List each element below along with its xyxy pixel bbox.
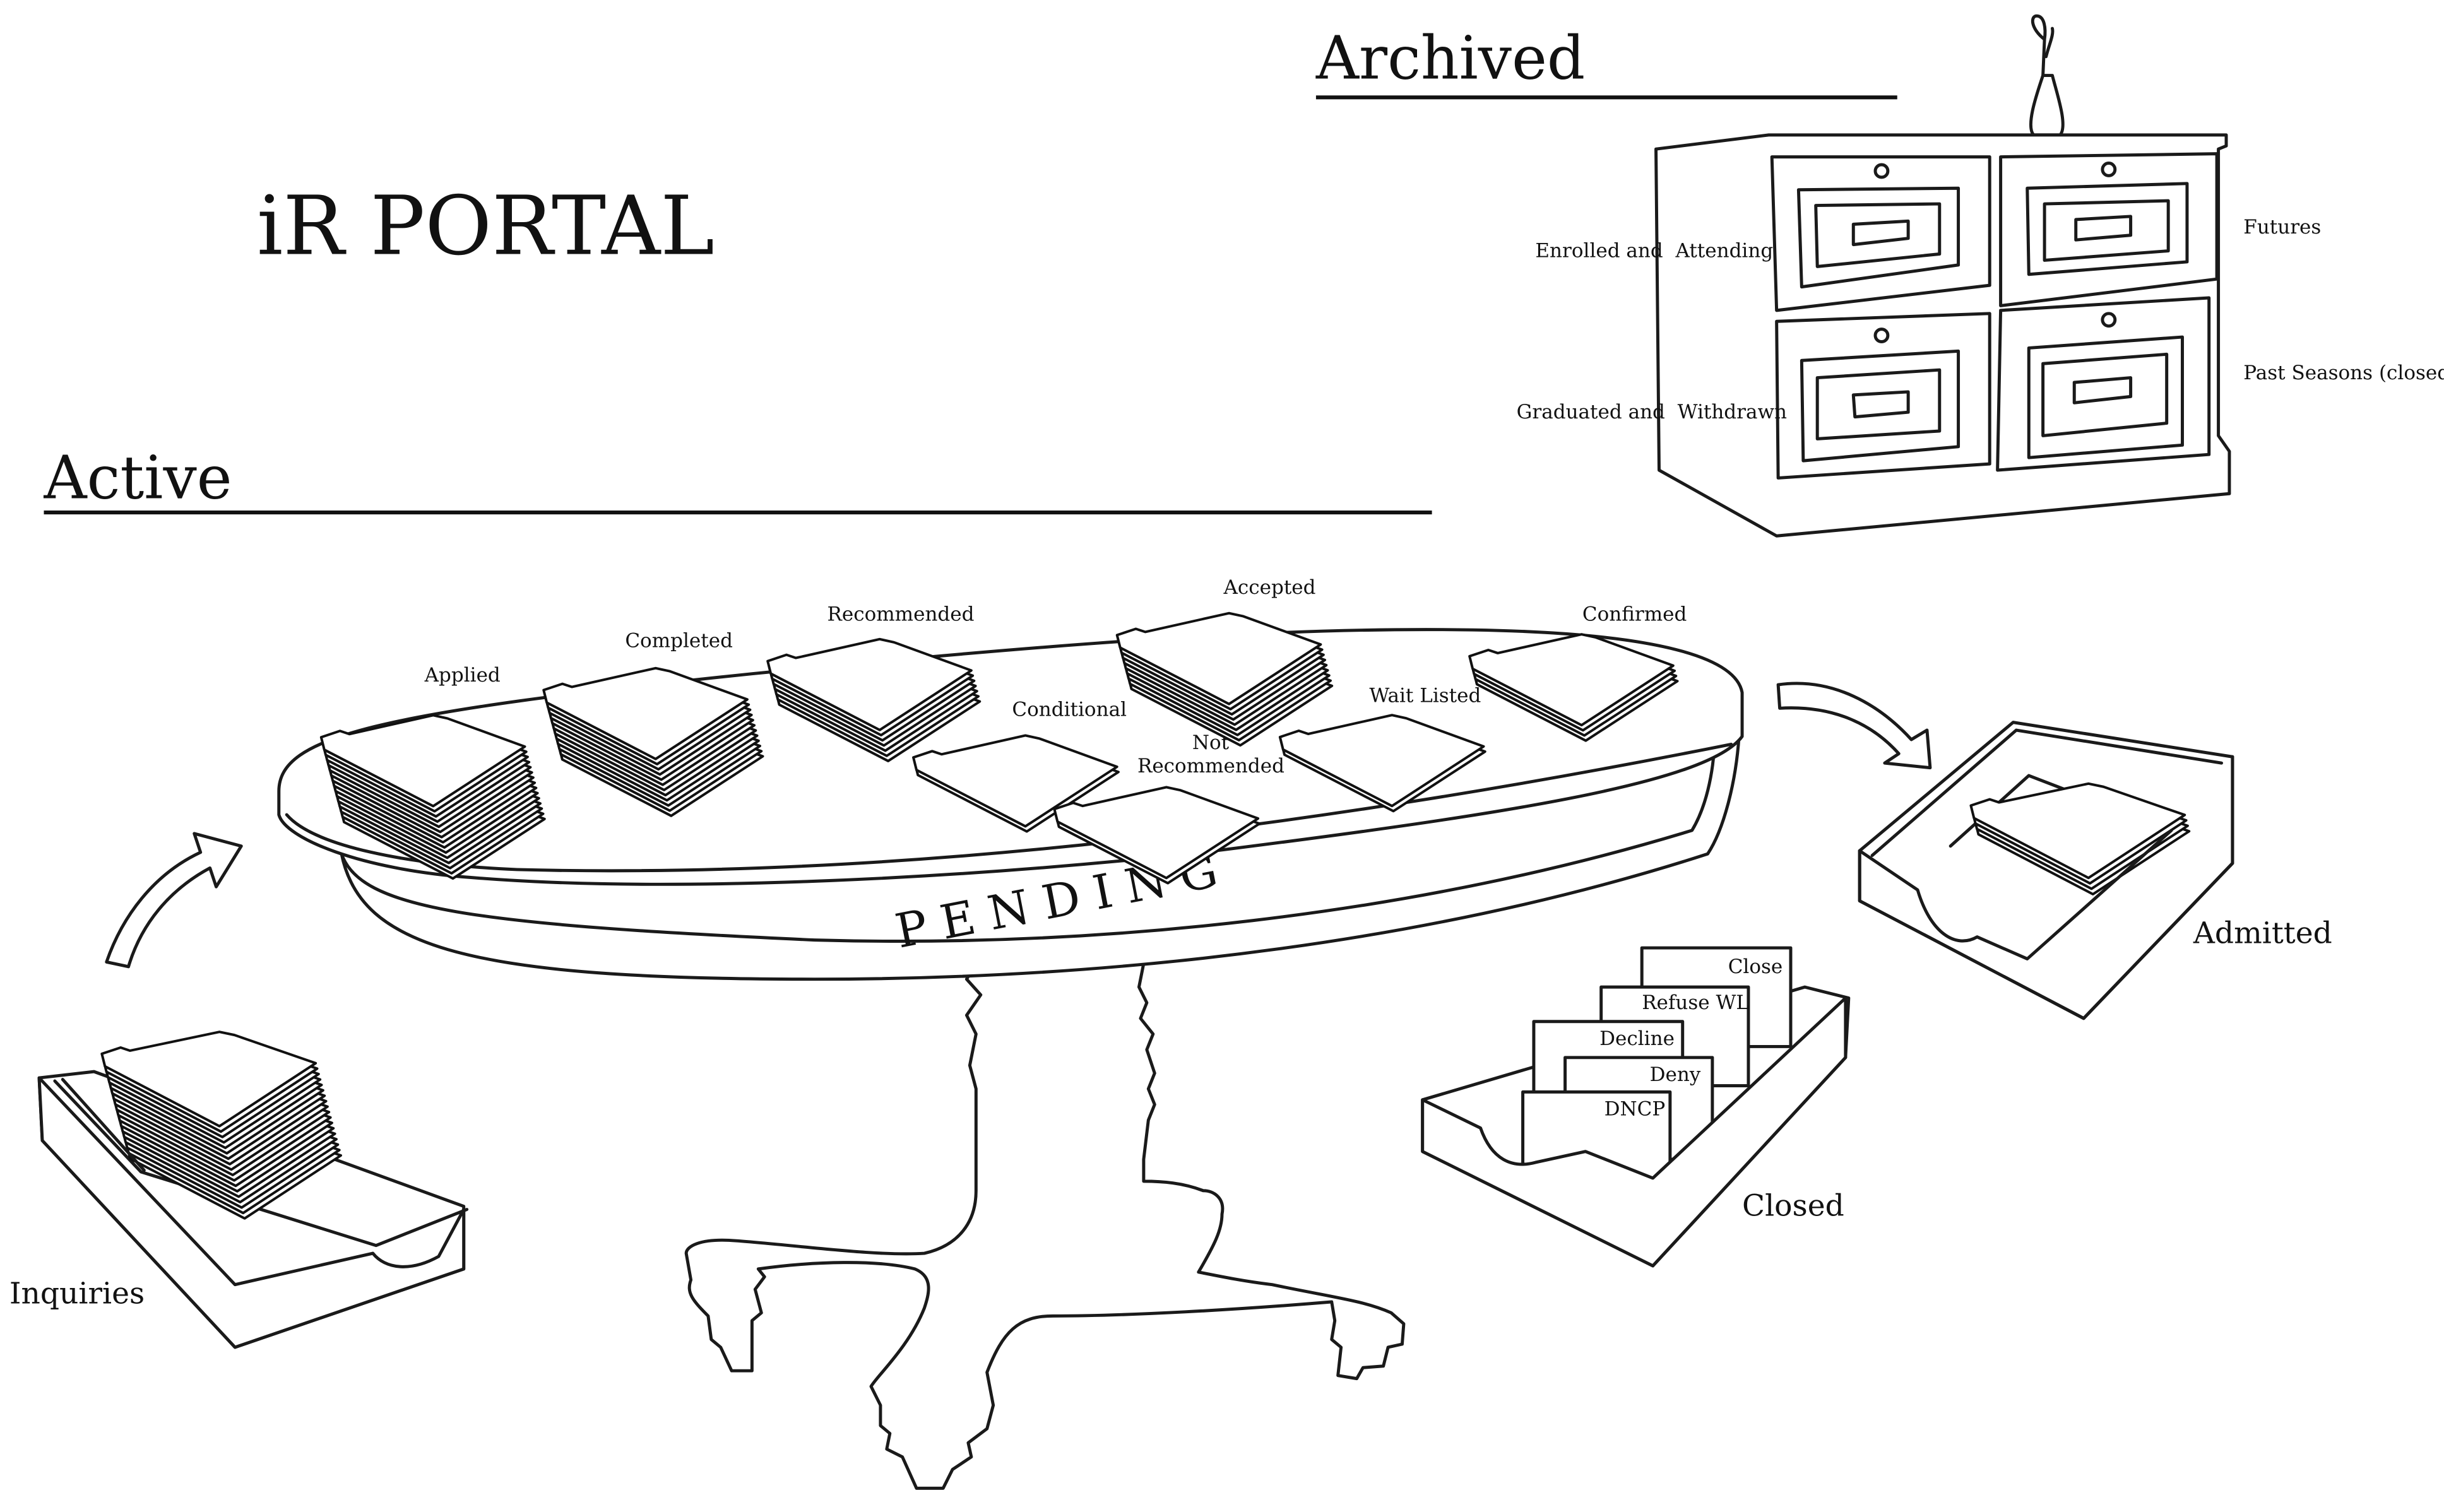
stack-not-recommended-folder[interactable] — [1053, 786, 1260, 880]
stack-recommended[interactable] — [766, 637, 982, 762]
stack-label-accepted[interactable]: Accepted — [1223, 576, 1315, 599]
stack-label-conditional[interactable]: Conditional — [1012, 699, 1127, 721]
drawer-label-enrolled-attending[interactable]: Enrolled and Attending — [1535, 239, 1773, 262]
svg-text:Close: Close — [1728, 955, 1783, 978]
stack-label-wait-listed[interactable]: Wait Listed — [1369, 684, 1481, 707]
admitted-stack — [1969, 782, 2191, 895]
svg-text:Decline: Decline — [1599, 1027, 1675, 1050]
stack-wait-listed-folder[interactable] — [1278, 714, 1485, 808]
drawer-graduated-withdrawn[interactable] — [1775, 312, 1991, 480]
admitted-tray[interactable]: Admitted — [1858, 721, 2332, 1020]
drawer-enrolled-attending[interactable] — [1770, 155, 1991, 312]
stack-label-confirmed[interactable]: Confirmed — [1582, 603, 1687, 625]
drawer-label-past-seasons[interactable]: Past Seasons (closed) — [2243, 362, 2444, 384]
stack-recommended-folder[interactable] — [766, 637, 973, 731]
drawer-label-graduated-withdrawn[interactable]: Graduated and Withdrawn — [1517, 401, 1787, 423]
stack-label-recommended[interactable]: Recommended — [828, 603, 975, 625]
inquiries-tray[interactable]: Inquiries — [9, 1031, 469, 1349]
drawer-futures[interactable] — [1999, 152, 2219, 307]
admitted-folder[interactable] — [1969, 782, 2186, 880]
stack-wait-listed[interactable] — [1278, 714, 1486, 813]
drawer-past-seasons[interactable] — [1996, 296, 2211, 472]
stack-confirmed-folder[interactable] — [1468, 633, 1675, 727]
admitted-label[interactable]: Admitted — [2193, 916, 2332, 951]
stack-label-completed[interactable]: Completed — [625, 629, 733, 652]
stack-completed[interactable] — [542, 666, 764, 817]
stack-applied-folder[interactable] — [319, 714, 526, 808]
portal-title: iR PORTAL — [257, 179, 715, 274]
stack-label-not-recommended-2[interactable]: Recommended — [1137, 755, 1284, 777]
stack-label-not-recommended-1[interactable]: Not — [1192, 731, 1230, 754]
closed-tray[interactable]: Close Refuse WL Decline Deny DNCP Closed — [1421, 946, 1851, 1268]
drawer-label-futures[interactable]: Futures — [2243, 216, 2321, 239]
inquiries-folder[interactable] — [100, 1031, 317, 1128]
stack-conditional[interactable] — [912, 734, 1120, 833]
arrow-pending-to-admitted-icon — [1776, 682, 1932, 770]
archived-section-header[interactable]: Archived — [1315, 24, 1897, 100]
inquiries-label[interactable]: Inquiries — [9, 1276, 145, 1311]
stack-accepted-folder[interactable] — [1115, 611, 1322, 706]
active-section-header[interactable]: Active — [43, 444, 1432, 515]
archived-heading[interactable]: Archived — [1315, 24, 1585, 93]
svg-text:Refuse WL: Refuse WL — [1642, 991, 1749, 1014]
stack-not-recommended[interactable] — [1053, 786, 1261, 885]
stack-completed-folder[interactable] — [542, 666, 749, 760]
stack-confirmed[interactable] — [1468, 633, 1679, 742]
table-pedestal — [684, 962, 1406, 1490]
pending-stacks — [319, 611, 1679, 885]
stack-conditional-folder[interactable] — [912, 734, 1118, 828]
closed-label[interactable]: Closed — [1742, 1188, 1844, 1223]
active-heading[interactable]: Active — [43, 444, 232, 513]
vase-icon — [2029, 14, 2065, 137]
arrow-inquiries-to-pending-icon — [105, 832, 243, 969]
inquiries-stack — [100, 1031, 342, 1220]
archive-cabinet: Enrolled and Attending Futures Graduated… — [1517, 14, 2444, 538]
svg-text:Deny: Deny — [1650, 1063, 1701, 1086]
stack-applied[interactable] — [319, 714, 546, 880]
stack-accepted[interactable] — [1115, 611, 1334, 747]
svg-text:DNCP: DNCP — [1605, 1098, 1666, 1121]
stack-label-applied[interactable]: Applied — [424, 664, 501, 687]
